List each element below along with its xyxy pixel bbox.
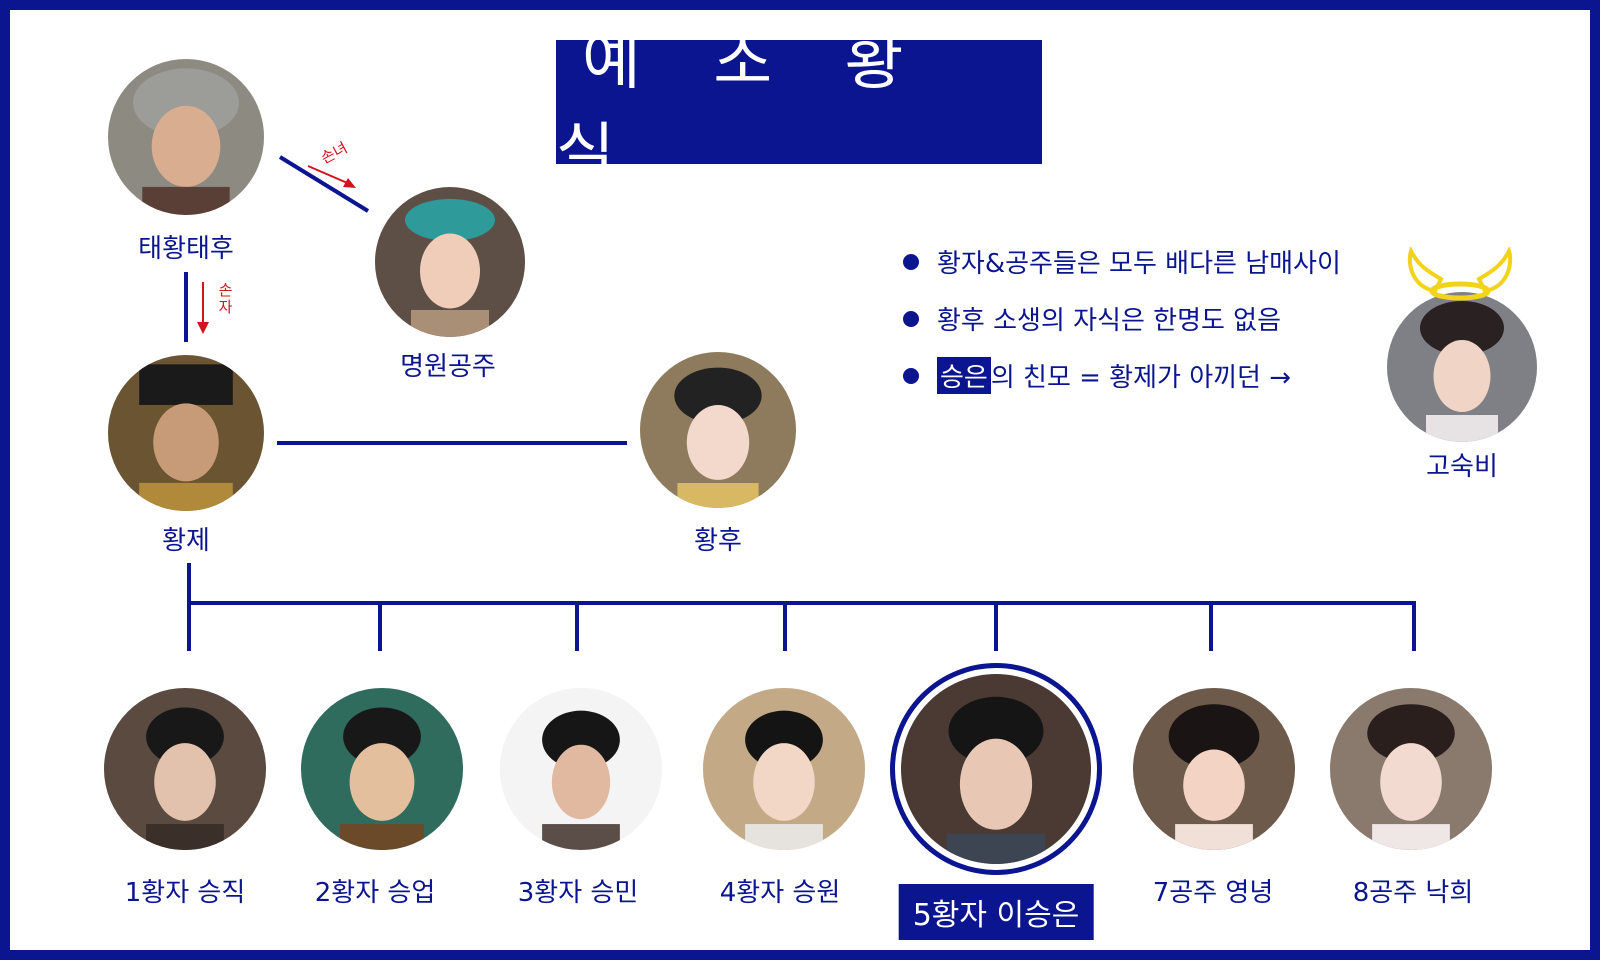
bullet-dot-icon xyxy=(903,367,919,384)
bullet-dot-icon xyxy=(903,310,919,327)
note-mother: 승은 의 친모 = 황제가 아끼던 → xyxy=(903,357,1291,394)
connector-child-2 xyxy=(378,601,382,651)
relation-label-grandson: 손자 xyxy=(216,282,234,316)
angel-wings-halo-icon xyxy=(1407,247,1513,301)
portrait-grand-empress-dowager xyxy=(108,59,264,215)
connector-emperor-to-empress xyxy=(277,441,627,445)
name-empress: 황후 xyxy=(694,526,742,556)
portrait-consort-go xyxy=(1387,292,1537,442)
connector-child-3 xyxy=(575,601,579,651)
name-princess-8: 8공주 낙희 xyxy=(1352,878,1474,908)
note-text: 황후 소생의 자식은 한명도 없음 xyxy=(937,306,1282,336)
portrait-princess-7 xyxy=(1133,688,1295,850)
portrait-prince-3 xyxy=(500,688,662,850)
portrait-prince-2 xyxy=(301,688,463,850)
portrait-prince-1 xyxy=(104,688,266,850)
red-arrow-icon xyxy=(307,165,356,188)
note-highlight: 승은 xyxy=(937,357,991,394)
highlight-ring-prince-5 xyxy=(890,663,1102,875)
name-princess-myeongwon: 명원공주 xyxy=(400,352,496,382)
name-consort-go: 고숙비 xyxy=(1426,452,1498,482)
name-prince-2: 2황자 승업 xyxy=(314,878,436,908)
name-prince-4: 4황자 승원 xyxy=(719,878,841,908)
portrait-emperor xyxy=(108,355,264,511)
connector-grandmother-to-emperor xyxy=(184,272,188,342)
portrait-princess-8 xyxy=(1330,688,1492,850)
portrait-prince-5 xyxy=(901,674,1091,864)
connector-child-7 xyxy=(1209,601,1213,651)
connector-children-bar xyxy=(187,601,1416,605)
portrait-princess-myeongwon xyxy=(375,187,525,337)
name-grand-empress-dowager: 태황태후 xyxy=(138,234,234,264)
name-prince-5: 5황자 이승은 xyxy=(898,884,1094,940)
connector-grandmother-to-princess xyxy=(278,155,370,213)
connector-child-8 xyxy=(1412,601,1416,651)
name-prince-1: 1황자 승직 xyxy=(124,878,246,908)
portrait-empress xyxy=(640,352,796,508)
note-no-children: 황후 소생의 자식은 한명도 없음 xyxy=(903,300,1281,337)
connector-child-5 xyxy=(994,601,998,651)
portrait-prince-4 xyxy=(703,688,865,850)
note-text: 황자&공주들은 모두 배다른 남매사이 xyxy=(937,249,1341,279)
note-siblings: 황자&공주들은 모두 배다른 남매사이 xyxy=(903,243,1341,280)
name-prince-3: 3황자 승민 xyxy=(517,878,639,908)
name-princess-7: 7공주 영녕 xyxy=(1152,878,1274,908)
bullet-dot-icon xyxy=(903,253,919,270)
name-emperor: 황제 xyxy=(162,526,210,556)
red-arrow-icon xyxy=(197,282,209,334)
connector-emperor-to-children xyxy=(187,563,191,651)
connector-child-4 xyxy=(783,601,787,651)
note-text: 의 친모 = 황제가 아끼던 → xyxy=(990,363,1292,393)
